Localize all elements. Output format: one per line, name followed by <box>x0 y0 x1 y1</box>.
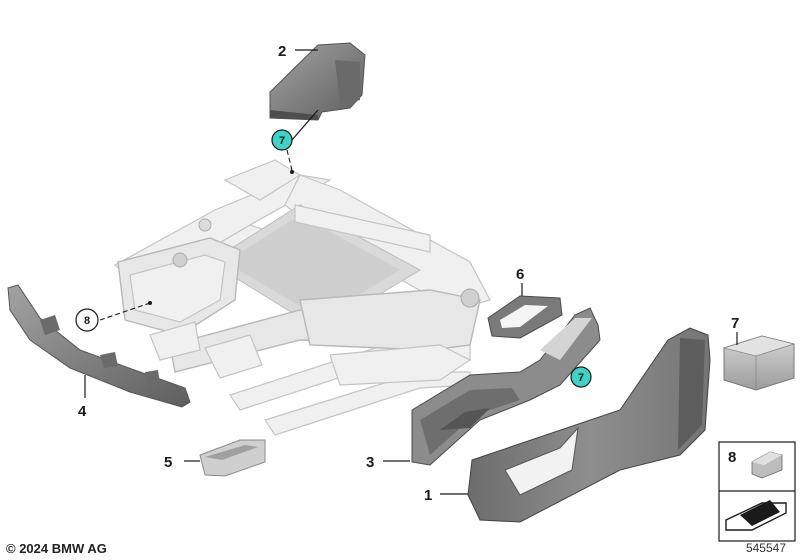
callout-1: 1 <box>424 487 432 504</box>
diagram-number: 545547 <box>745 541 786 555</box>
badge-7-lower[interactable]: 7 <box>570 366 592 388</box>
callout-4: 4 <box>78 403 87 420</box>
circle-8[interactable]: 8 <box>75 308 99 332</box>
legend-part-8: 8 <box>718 441 796 542</box>
badge-7-upper-label: 7 <box>279 135 285 147</box>
part-6-bezel[interactable] <box>487 295 563 339</box>
callout-5: 5 <box>164 454 172 471</box>
copyright-text: © 2024 BMW AG <box>6 541 107 556</box>
callout-2: 2 <box>278 43 286 60</box>
seat-frame <box>114 159 491 436</box>
part-4-trim-strip[interactable] <box>7 284 191 408</box>
leader-lines <box>84 49 738 495</box>
circle-8-label: 8 <box>84 315 90 327</box>
part-3-inner-panel[interactable] <box>411 307 601 466</box>
badge-7-upper[interactable]: 7 <box>271 129 293 151</box>
callout-3: 3 <box>366 454 374 471</box>
part-7-box[interactable] <box>722 335 796 391</box>
badge-7-lower-label: 7 <box>578 372 584 384</box>
callout-7: 7 <box>731 315 739 332</box>
part-1-side-trim[interactable] <box>467 327 711 523</box>
part-5-bracket[interactable] <box>199 439 266 477</box>
clip-icon <box>751 451 783 479</box>
callout-6: 6 <box>516 266 524 283</box>
wedge-arrow-icon <box>725 500 787 531</box>
legend-8-number: 8 <box>728 449 736 466</box>
part-2-cover[interactable] <box>269 42 366 121</box>
